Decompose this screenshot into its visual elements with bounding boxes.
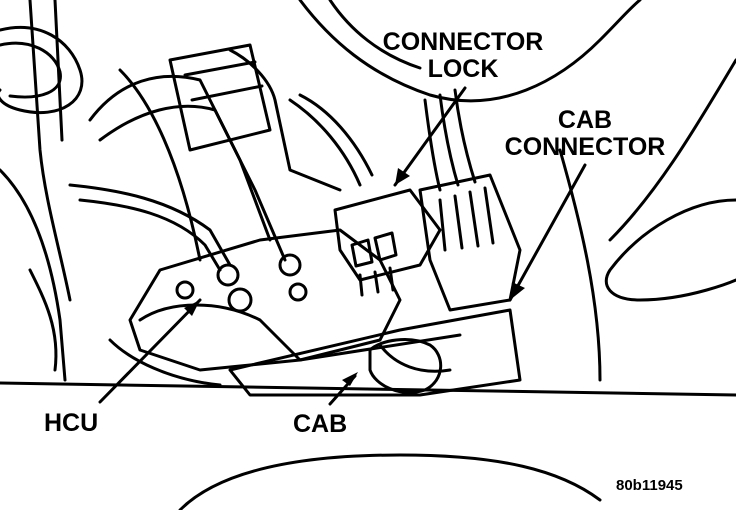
cab-connector-ribs xyxy=(438,186,495,252)
leader-hcu xyxy=(98,298,202,404)
right-tire-arc xyxy=(604,198,736,302)
cab-connector-wires xyxy=(423,88,477,192)
fitting-4 xyxy=(288,282,308,302)
upper-body-inner xyxy=(328,0,422,70)
left-frame-rail xyxy=(28,0,72,302)
label-cab-connector: CAB CONNECTOR xyxy=(485,107,685,161)
arrowhead-cab xyxy=(342,372,358,386)
left-hose-loop-inner xyxy=(0,41,62,99)
arrowhead-hcu xyxy=(184,300,200,316)
lower-pan xyxy=(178,453,602,510)
upper-body-panel xyxy=(298,0,642,103)
figure-id: 80b11945 xyxy=(616,477,683,494)
master-cylinder-detail xyxy=(183,60,264,102)
hcu-lower-lobe xyxy=(108,338,222,387)
fitting-5 xyxy=(175,280,195,300)
brake-line-8 xyxy=(228,48,342,192)
brake-line-3 xyxy=(68,183,232,267)
cab-module-socket xyxy=(368,338,443,394)
brake-line-4 xyxy=(78,198,222,272)
label-hcu: HCU xyxy=(44,409,99,437)
master-cylinder xyxy=(168,43,272,152)
arrowhead-cab-connector xyxy=(510,282,525,300)
label-cab: CAB xyxy=(293,410,348,438)
left-frame-rail-2 xyxy=(53,0,64,142)
right-side-line xyxy=(558,148,602,382)
left-bracket xyxy=(28,268,58,372)
fitting-3 xyxy=(227,287,253,313)
label-cab-connector-line1: CAB xyxy=(557,106,613,134)
connector-lock-pins xyxy=(358,266,395,297)
floor-line xyxy=(0,381,736,397)
label-cab-connector-line2: CONNECTOR xyxy=(504,133,666,161)
fitting-2 xyxy=(278,253,302,277)
fitting-1 xyxy=(216,263,240,287)
label-connector-lock-line2: LOCK xyxy=(427,55,499,83)
arrowhead-connector-lock xyxy=(395,168,410,185)
connector-lock-tabs xyxy=(350,231,398,268)
hcu-body xyxy=(128,228,402,372)
brake-line-5 xyxy=(118,68,202,262)
left-strut xyxy=(0,168,67,382)
cab-module xyxy=(228,308,522,397)
left-hose-loop xyxy=(0,25,84,115)
brake-line-1 xyxy=(88,74,272,242)
right-body-curve xyxy=(608,58,736,242)
leader-cab-connector xyxy=(508,163,587,302)
leader-connector-lock xyxy=(393,86,467,187)
brake-line-6 xyxy=(288,98,362,187)
connector-lock-housing xyxy=(333,188,442,282)
label-connector-lock-line1: CONNECTOR xyxy=(382,28,544,56)
hcu-front-face xyxy=(138,303,302,362)
brake-line-2 xyxy=(98,104,287,262)
label-connector-lock: CONNECTOR LOCK xyxy=(360,29,566,83)
brake-line-7 xyxy=(298,93,374,177)
